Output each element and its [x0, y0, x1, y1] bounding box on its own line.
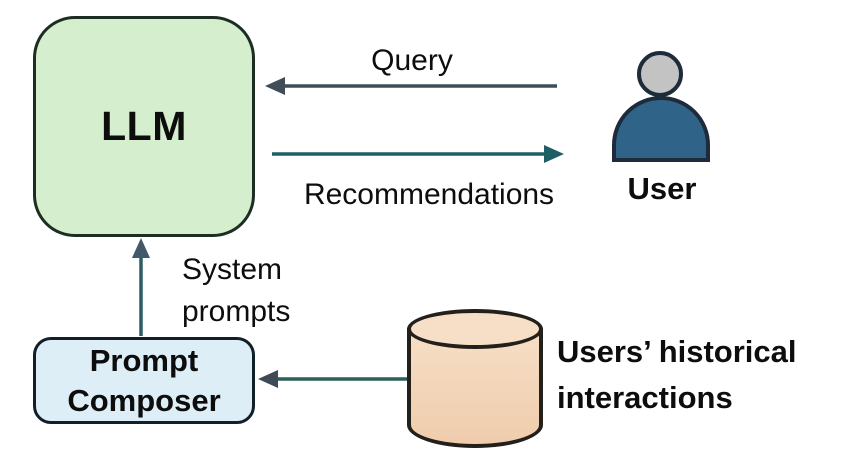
query-arrow: [265, 77, 557, 95]
system-prompts-arrow: [132, 238, 150, 336]
query-arrowhead-icon: [265, 77, 285, 95]
system-prompts-edge-label: System prompts: [182, 249, 290, 333]
prompt-composer-node: Prompt Composer: [33, 337, 255, 424]
user-label: User: [627, 171, 697, 206]
history-db-label: Users’ historical interactions: [557, 329, 857, 421]
user-head-icon: [637, 51, 683, 97]
history-arrowhead-icon: [258, 370, 278, 388]
prompt-composer-label-line2: Composer: [67, 382, 221, 418]
system-prompts-arrowhead-icon: [132, 238, 150, 258]
recommendations-arrow: [272, 145, 564, 163]
history-db-label-line1: Users’ historical: [557, 334, 797, 369]
system-prompts-label-line2: prompts: [182, 295, 291, 328]
system-prompts-label-line1: System: [182, 253, 283, 286]
llm-label: LLM: [101, 103, 187, 149]
recommendations-edge-label: Recommendations: [303, 178, 555, 211]
history-arrow: [258, 370, 409, 388]
database-icon: [407, 309, 543, 448]
history-db-label-line2: interactions: [557, 380, 733, 415]
database-top: [407, 309, 543, 349]
recommendations-arrowhead-icon: [544, 145, 564, 163]
query-edge-label: Query: [371, 44, 453, 77]
llm-node: LLM: [33, 16, 255, 237]
prompt-composer-label-line1: Prompt: [89, 342, 199, 378]
